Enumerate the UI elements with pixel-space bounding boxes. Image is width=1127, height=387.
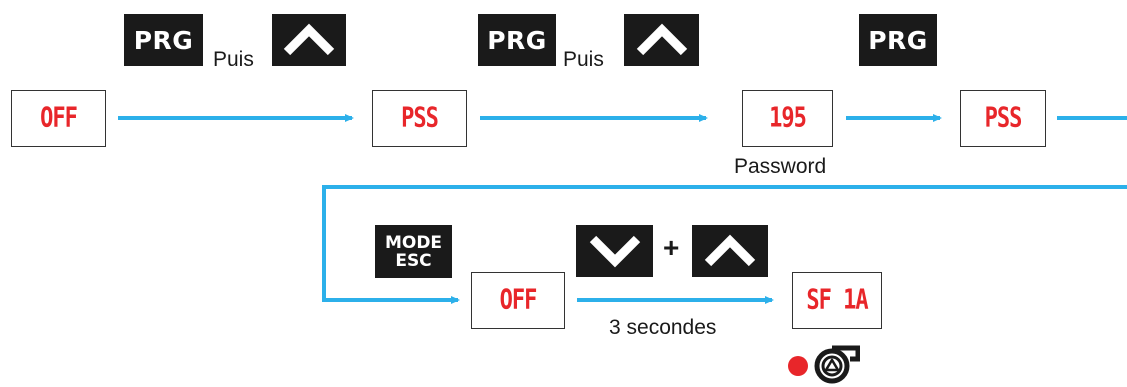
puis-label-2: Puis	[563, 48, 604, 71]
password-label: Password	[734, 155, 827, 178]
prg-key-2: PRG	[478, 14, 556, 66]
display-off: OFF	[11, 90, 106, 147]
esc-key-label: ESC	[395, 250, 432, 271]
display-value: PSS	[984, 102, 1023, 135]
prg-key-label: PRG	[868, 25, 928, 55]
display-195: 195	[742, 90, 833, 147]
prg-key-3: PRG	[859, 14, 937, 66]
display-sf1a: SF 1A	[792, 272, 882, 329]
return-line	[322, 185, 1127, 304]
mode-esc-key: MODE ESC	[375, 225, 452, 278]
fan-icon	[814, 345, 860, 384]
display-value: SF 1A	[806, 284, 868, 317]
display-pss-2: PSS	[960, 90, 1046, 147]
chevron-up-icon	[636, 23, 687, 56]
chevron-up-icon	[704, 234, 756, 267]
display-value: OFF	[40, 102, 78, 135]
chevron-up-icon	[283, 23, 335, 56]
display-value: OFF	[499, 284, 538, 317]
up-arrow-key-1	[272, 14, 346, 66]
red-dot-icon	[788, 356, 808, 376]
prg-key-1: PRG	[124, 14, 203, 66]
display-value: 195	[769, 102, 807, 135]
up-arrow-key-3	[692, 225, 768, 277]
display-off-2: OFF	[471, 272, 565, 329]
seconds-label: 3 secondes	[609, 316, 717, 339]
puis-label-1: Puis	[213, 48, 254, 71]
display-pss: PSS	[372, 90, 467, 147]
display-value: PSS	[401, 102, 439, 135]
down-arrow-key	[576, 225, 653, 277]
mode-key-label: MODE	[384, 232, 443, 253]
up-arrow-key-2	[624, 14, 699, 66]
plus-label: +	[663, 232, 680, 263]
prg-key-label: PRG	[133, 25, 194, 55]
chevron-down-icon	[589, 235, 640, 268]
prg-key-label: PRG	[487, 25, 547, 55]
